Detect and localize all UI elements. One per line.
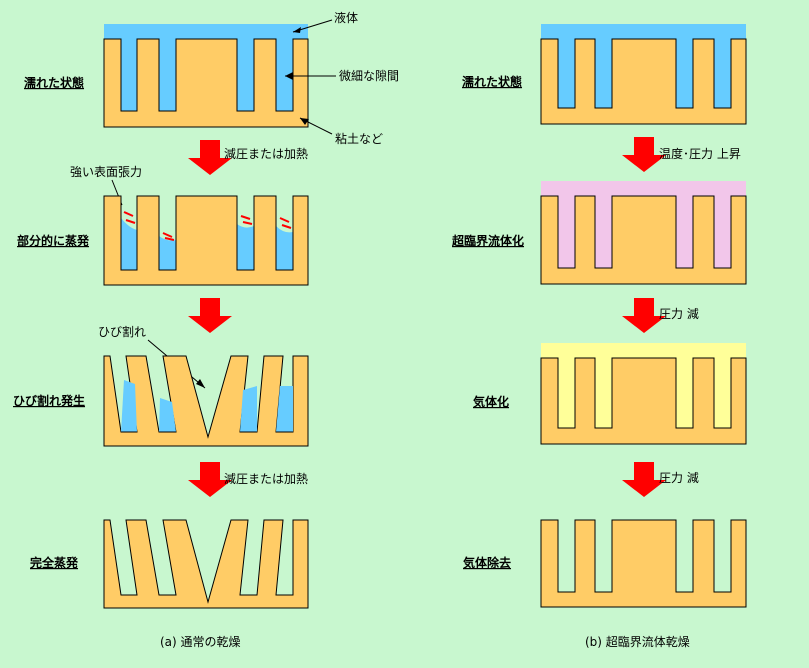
left-step-arrow-3	[188, 462, 232, 497]
right-dry-structure	[540, 519, 747, 608]
right-stage-label: 超臨界流体化	[451, 233, 524, 248]
left-stage-label: ひび割れ発生	[13, 393, 85, 408]
tension-label: 強い表面張力	[70, 165, 142, 179]
crack-label: ひび割れ	[98, 324, 146, 339]
right-step-label-1: 温度･圧力 上昇	[659, 146, 741, 161]
right-gas-structure	[540, 343, 747, 445]
right-step-arrow-1	[622, 137, 666, 172]
left-step-arrow-1	[188, 140, 232, 175]
left-step-arrow-2	[188, 298, 232, 333]
right-step-arrow-3	[622, 462, 666, 497]
right-step-arrow-2	[622, 298, 666, 333]
left-stage-label: 完全蒸発	[30, 555, 79, 570]
left-caption: (a) 通常の乾燥	[160, 635, 241, 649]
left-step-label-3: 減圧または加熱	[224, 471, 308, 486]
right-stage-label: 濡れた状態	[462, 74, 522, 89]
left-partial-structure	[103, 195, 309, 286]
clay-label: 粘土など	[335, 131, 383, 146]
left-stage-label: 部分的に蒸発	[17, 233, 90, 248]
left-step-label-1: 減圧または加熱	[224, 146, 308, 161]
gap-label: 微細な隙間	[339, 69, 399, 83]
left-dry-structure	[103, 519, 309, 609]
liquid-label: 液体	[334, 10, 358, 25]
right-supercritical-structure	[540, 181, 747, 285]
right-step-label-3: 圧力 減	[659, 470, 699, 485]
right-caption: (b) 超臨界流体乾燥	[585, 634, 690, 649]
right-stage-label: 気体除去	[463, 555, 511, 570]
right-step-label-2: 圧力 減	[659, 306, 699, 321]
right-wet-structure	[540, 24, 747, 125]
left-stage-label: 濡れた状態	[24, 75, 84, 90]
left-wet-structure	[103, 24, 309, 128]
right-stage-label: 気体化	[473, 394, 509, 409]
left-crack-structure	[103, 355, 309, 447]
